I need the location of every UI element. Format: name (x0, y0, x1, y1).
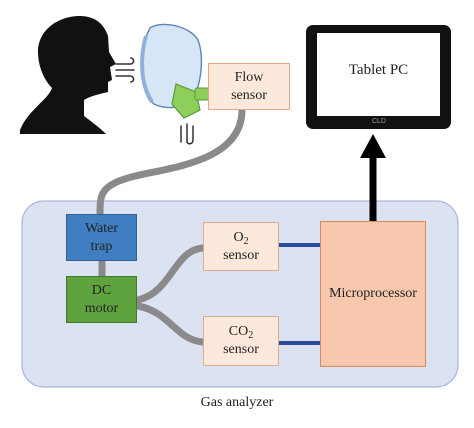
tablet-brand-mark: CLD (371, 118, 386, 125)
co2-formula-subscript: 2 (248, 330, 254, 341)
flow-sensor-label-line2: sensor (231, 87, 267, 103)
tube-dc-motor-to-o2-sensor (134, 244, 207, 304)
co2-sensor-box: CO2 sensor (203, 316, 279, 366)
co2-sensor-gas-label: CO2 (229, 323, 253, 341)
microprocessor-label: Microprocessor (329, 286, 417, 301)
dc-motor-label-line1: DC (91, 282, 112, 298)
flow-sensor-label-line1: Flow (234, 69, 264, 85)
airflow-down-icon (180, 123, 194, 145)
water-trap-label-line2: trap (90, 238, 113, 254)
o2-sensor-label-line2: sensor (223, 247, 259, 263)
exhaled-air-icon (115, 57, 135, 83)
flow-sensor-box: Flow sensor (208, 63, 290, 110)
tablet-pc-label: Tablet PC (348, 62, 409, 78)
co2-sensor-label-line2: sensor (223, 342, 259, 357)
tablet-pc-icon (306, 25, 451, 129)
gas-analyzer-label: Gas analyzer (200, 395, 274, 410)
o2-formula-subscript: 2 (243, 235, 249, 247)
water-trap-label-line1: Water (84, 220, 119, 236)
o2-sensor-gas-label: O2 (233, 229, 248, 247)
co2-formula-base: CO (228, 324, 249, 339)
microprocessor-box: Microprocessor (320, 221, 426, 367)
head-silhouette-icon (20, 16, 116, 134)
dc-motor-box: DC motor (66, 276, 137, 323)
water-trap-box: Water trap (66, 214, 137, 261)
o2-sensor-box: O2 sensor (203, 222, 279, 271)
o2-formula-base: O (233, 229, 244, 245)
dc-motor-label-line2: motor (84, 300, 119, 316)
tube-flow-sensor-to-water-trap (96, 106, 246, 218)
data-arrow-head (360, 134, 386, 158)
face-mask-icon (140, 23, 210, 119)
tube-dc-motor-to-co2-sensor (134, 302, 207, 346)
